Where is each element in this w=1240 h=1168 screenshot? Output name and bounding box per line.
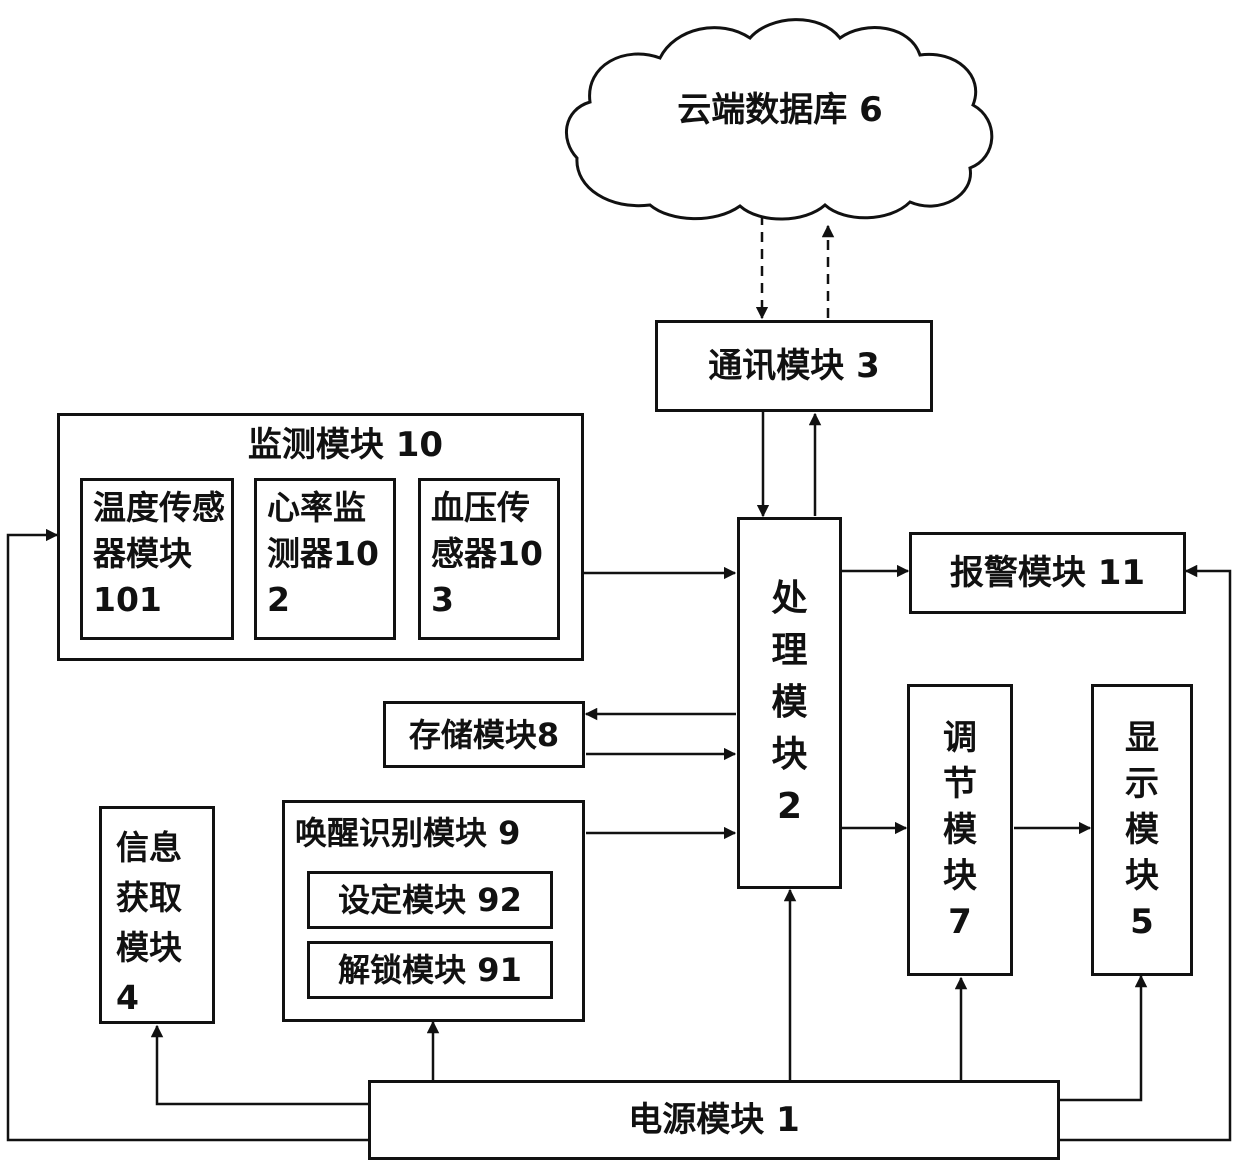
regulator-module-label: 调 节 模 块 7 bbox=[943, 715, 977, 945]
comm-module-label: 通讯模块 3 bbox=[708, 349, 880, 383]
alarm-module-label: 报警模块 11 bbox=[950, 556, 1145, 590]
temperature-sensor-box: 温度传感器模块 101 bbox=[80, 478, 234, 640]
blood-pressure-sensor-box: 血压传感器103 bbox=[418, 478, 560, 640]
alarm-module-box: 报警模块 11 bbox=[909, 532, 1186, 614]
display-module-label: 显 示 模 块 5 bbox=[1125, 715, 1159, 945]
power-to-display-arrow bbox=[1060, 976, 1141, 1100]
wake-module-box: 唤醒识别模块 9 设定模块 92 解锁模块 91 bbox=[282, 800, 585, 1022]
comm-module-box: 通讯模块 3 bbox=[655, 320, 933, 412]
monitor-module-box: 监测模块 10 温度传感器模块 101 心率监测器102 血压传感器103 bbox=[57, 413, 584, 661]
setting-module-label: 设定模块 92 bbox=[338, 884, 522, 916]
heart-rate-monitor-box: 心率监测器102 bbox=[254, 478, 396, 640]
processor-module-label: 处 理 模 块 2 bbox=[771, 573, 807, 833]
setting-module-box: 设定模块 92 bbox=[307, 871, 553, 929]
power-module-box: 电源模块 1 bbox=[368, 1080, 1060, 1160]
wake-module-label: 唤醒识别模块 9 bbox=[295, 817, 520, 849]
power-to-info-arrow bbox=[157, 1026, 368, 1104]
power-module-label: 电源模块 1 bbox=[628, 1103, 800, 1137]
unlock-module-label: 解锁模块 91 bbox=[338, 954, 522, 986]
storage-module-box: 存储模块8 bbox=[383, 701, 585, 768]
info-module-box: 信息获取模块4 bbox=[99, 806, 215, 1024]
regulator-module-box: 调 节 模 块 7 bbox=[907, 684, 1013, 976]
processor-module-box: 处 理 模 块 2 bbox=[737, 517, 842, 889]
display-module-box: 显 示 模 块 5 bbox=[1091, 684, 1193, 976]
cloud-database-label: 云端数据库 6 bbox=[555, 10, 1005, 210]
storage-module-label: 存储模块8 bbox=[409, 719, 559, 751]
unlock-module-box: 解锁模块 91 bbox=[307, 941, 553, 999]
monitor-module-label: 监测模块 10 bbox=[60, 428, 581, 462]
